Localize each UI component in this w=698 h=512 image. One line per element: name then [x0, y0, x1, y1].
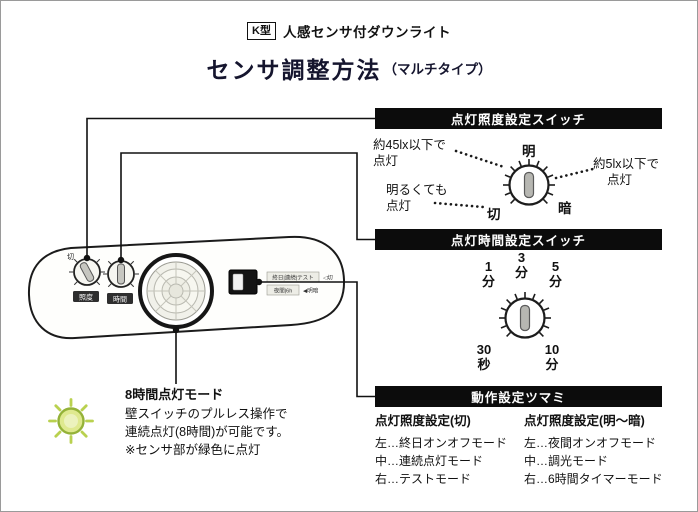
illuminance-dial-knob [79, 262, 95, 282]
type-badge: K型 [247, 22, 276, 40]
eight-hour-line2: 連続点灯(8時間)が可能です。 [125, 425, 290, 439]
mode-switch-slider [232, 273, 244, 291]
device-illustration: 切 照度 時間 [27, 235, 346, 340]
mode-switch [228, 269, 258, 295]
switch-row1-label: 終日|連続|テスト [272, 274, 313, 282]
dial1-tag-plate [73, 291, 99, 302]
note-5lx: 約5lx以下で 点灯 [593, 157, 659, 187]
operation-col-dim-title: 点灯照度設定(明～暗) [524, 414, 645, 428]
operation-col-off-title: 点灯照度設定(切) [375, 414, 471, 428]
green-glow-icon [48, 398, 94, 444]
switch-row2-right-label: ◀明暗 [303, 287, 319, 295]
time-3min-label: 3分 [514, 250, 528, 280]
eight-hour-line3: ※センサ部が緑色に点灯 [125, 443, 261, 457]
illuminance-dial-diagram [502, 158, 556, 206]
section-header-illuminance: 点灯照度設定スイッチ [375, 108, 662, 129]
switch-row2-label: 夜間|6h [274, 287, 293, 295]
eight-hour-title: 8時間点灯モード [125, 387, 224, 402]
pos-dark-label: 暗 [558, 201, 572, 216]
time-10min-label: 10分 [544, 342, 560, 372]
dial1-off-mark: 切 [67, 253, 74, 261]
time-dial-knob [117, 263, 125, 285]
time-5min-label: 5分 [548, 259, 562, 289]
operation-mode-row: 右…6時間タイマーモード [524, 472, 663, 486]
note-bright-anyway: 明るくても 点灯 [386, 183, 448, 213]
product-name: 人感センサ付ダウンライト [282, 25, 451, 40]
operation-mode-row: 左…終日オンオフモード [375, 436, 508, 450]
time-dial-diagram [498, 291, 552, 339]
time-30sec-label: 30秒 [476, 342, 492, 372]
section-header-time: 点灯時間設定スイッチ [375, 229, 662, 250]
time-diagram-knob [519, 304, 531, 332]
switch-row1-right-label: ◁切 [323, 275, 333, 282]
sheet-header: K型 人感センサ付ダウンライト [1, 21, 697, 41]
page-title-suffix: （マルチタイプ） [383, 62, 492, 77]
dial2-tag: 時間 [113, 296, 127, 304]
operation-mode-row: 右…テストモード [375, 472, 472, 486]
pos-bright-label: 明 [522, 144, 536, 159]
operation-mode-row: 中…調光モード [524, 454, 609, 468]
eight-hour-line1: 壁スイッチのプルレス操作で [125, 407, 288, 421]
title-row: センサ調整方法 （マルチタイプ） [1, 51, 697, 85]
dial2-tag-plate [107, 293, 133, 304]
operation-col-dim: 点灯照度設定(明～暗) 左…夜間オンオフモード 中…調光モード 右…6時間タイマ… [524, 410, 663, 488]
operation-col-off: 点灯照度設定(切) 左…終日オンオフモード 中…連続点灯モード 右…テストモード [375, 410, 507, 488]
section-header-operation: 動作設定ツマミ [375, 386, 662, 407]
operation-mode-row: 左…夜間オンオフモード [524, 436, 657, 450]
page-title: センサ調整方法 [206, 57, 382, 83]
time-1min-label: 1分 [481, 259, 495, 289]
dial1-tag: 照度 [79, 293, 93, 302]
note-45lx: 約45lx以下で 点灯 [373, 138, 446, 168]
sensor-lens [138, 253, 214, 329]
illuminance-diagram-knob [523, 171, 535, 199]
operation-mode-row: 中…連続点灯モード [375, 454, 484, 468]
pos-off-label: 切 [487, 207, 501, 222]
